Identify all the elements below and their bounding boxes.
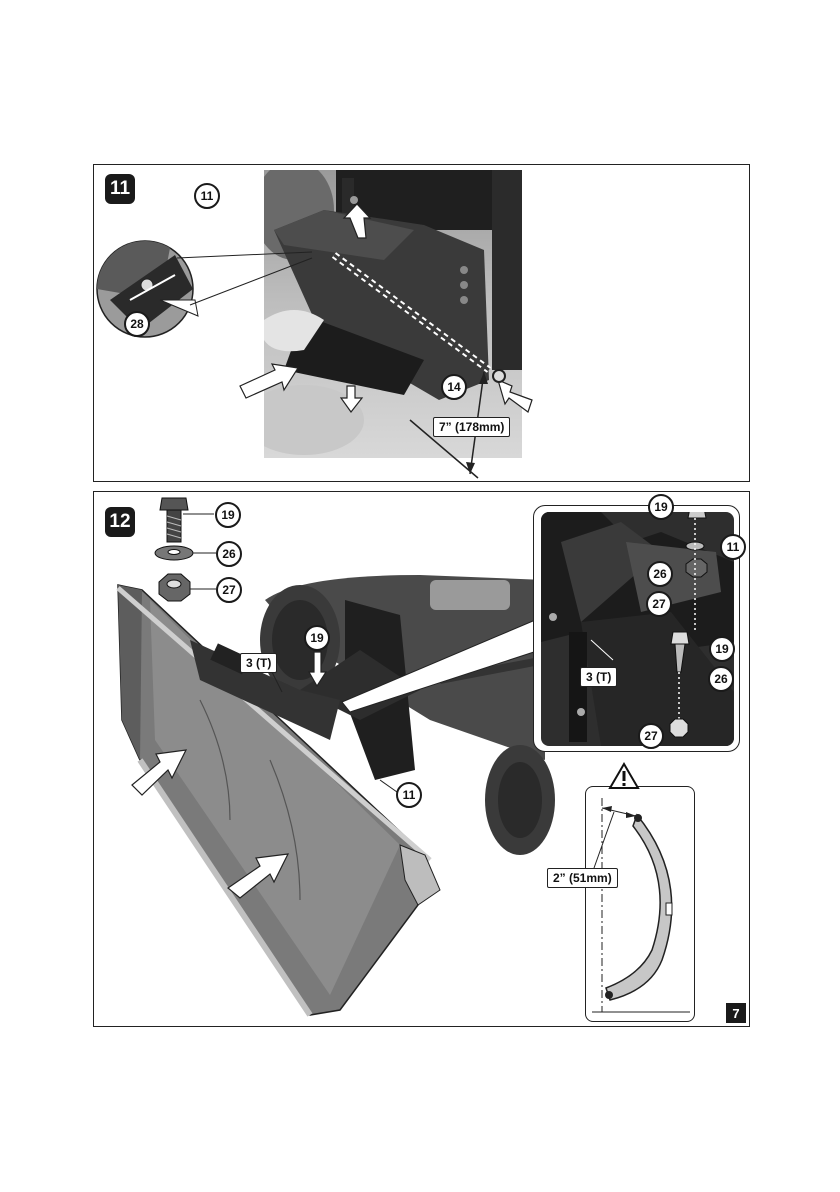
warning-triangle-icon <box>610 764 638 788</box>
page-number: 7 <box>726 1003 746 1023</box>
step-12-measurement-label: 2” (51mm) <box>547 868 618 888</box>
